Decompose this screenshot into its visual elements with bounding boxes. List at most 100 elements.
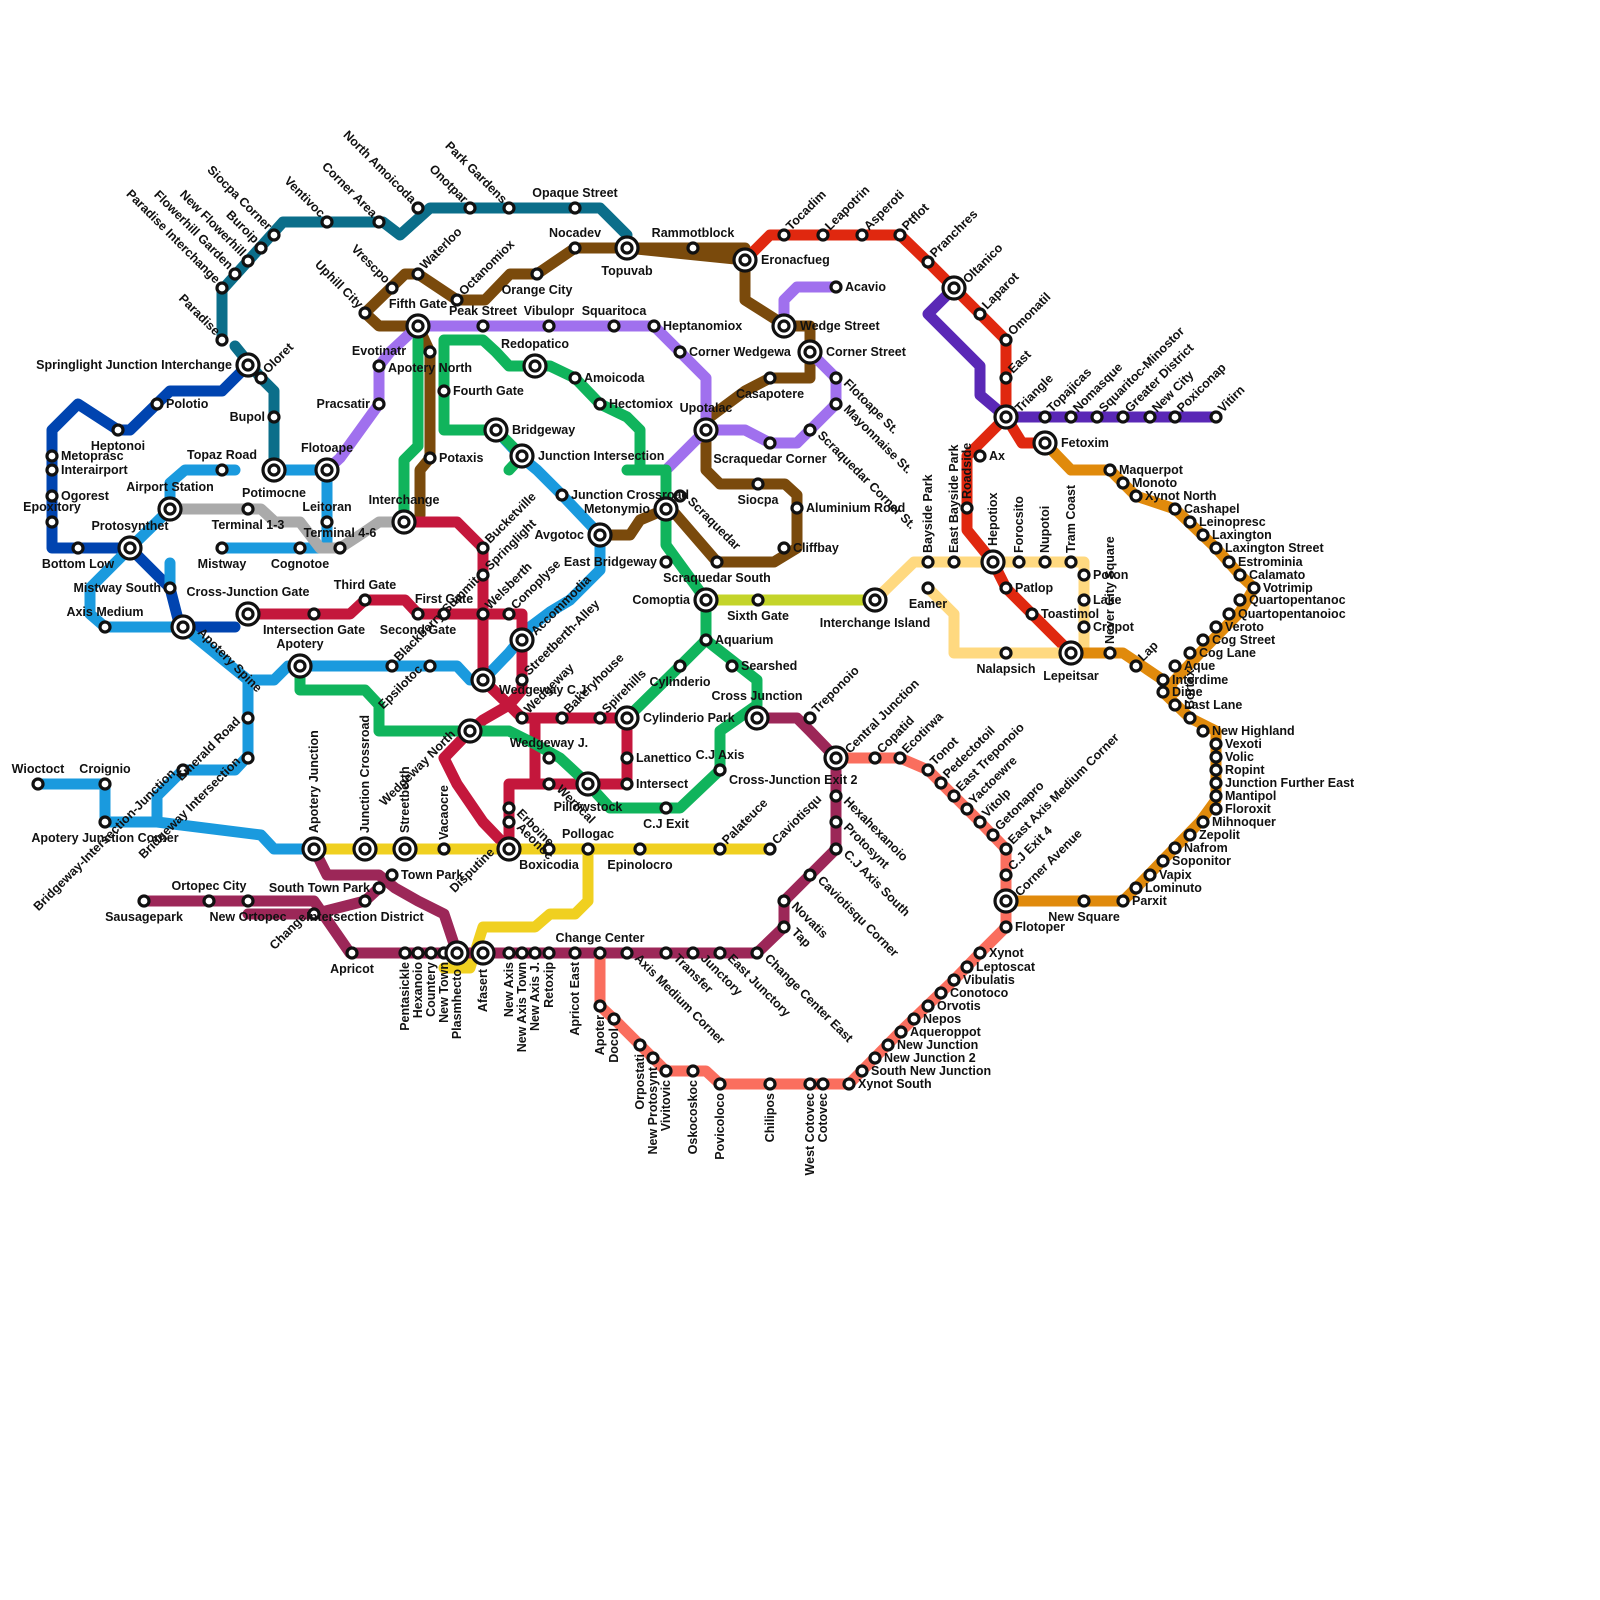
station-xynot[interactable] (975, 948, 985, 958)
station-last-lane[interactable] (1170, 700, 1180, 710)
station-interchange[interactable] (393, 511, 415, 533)
station-cog-lane[interactable] (1185, 648, 1195, 658)
station-axis-medium[interactable] (100, 622, 110, 632)
station-heptanomiox[interactable] (649, 321, 659, 331)
station-oltanico[interactable] (943, 277, 965, 299)
station-roadside[interactable] (962, 503, 972, 513)
station-new-city[interactable] (1145, 412, 1155, 422)
station-hexahexanoio[interactable] (831, 791, 841, 801)
station-hepotiox[interactable] (982, 551, 1004, 573)
station-heptonoi[interactable] (113, 425, 123, 435)
station-east[interactable] (1001, 373, 1011, 383)
station-treponoio[interactable] (805, 713, 815, 723)
station-leptoscat[interactable] (962, 962, 972, 972)
station-junction-crossroad[interactable] (557, 490, 567, 500)
station-zepolit[interactable] (1185, 830, 1195, 840)
station-nafrom[interactable] (1170, 843, 1180, 853)
station-quartopentanoc[interactable] (1235, 595, 1245, 605)
station-cross-junction-gate[interactable] (237, 603, 259, 625)
station-transfer[interactable] (661, 948, 671, 958)
station-aluminium-road[interactable] (792, 503, 802, 513)
station-paradise-interchange[interactable] (217, 283, 227, 293)
station-erboine[interactable] (504, 803, 514, 813)
station-maquerpot[interactable] (1105, 465, 1115, 475)
station-aeonoc[interactable] (504, 817, 514, 827)
station-interchange-island[interactable] (864, 589, 886, 611)
station-mistway-south[interactable] (165, 583, 175, 593)
station-copatid[interactable] (870, 753, 880, 763)
station-tram-coast[interactable] (1066, 557, 1076, 567)
station-cj-exit[interactable] (661, 803, 671, 813)
station-amoicoda[interactable] (570, 373, 580, 383)
station-axis-medium-corner[interactable] (622, 948, 632, 958)
station-scraquedar-south[interactable] (712, 557, 722, 567)
station-vexoti[interactable] (1211, 739, 1221, 749)
station-evotinatr[interactable] (374, 361, 384, 371)
station-asperoti[interactable] (857, 230, 867, 240)
station-springlight-junction[interactable] (237, 354, 259, 376)
station-ecotirwa[interactable] (895, 753, 905, 763)
station-vapix[interactable] (1145, 870, 1155, 880)
station-epsilotoc[interactable] (425, 661, 435, 671)
station-apricot-east[interactable] (570, 948, 580, 958)
station-afasert[interactable] (472, 942, 494, 964)
station-laxington[interactable] (1198, 530, 1208, 540)
station-omonatil[interactable] (1001, 335, 1011, 345)
station-cj-axis-south[interactable] (831, 844, 841, 854)
station-poxiconap[interactable] (1170, 412, 1180, 422)
station-retoxip[interactable] (544, 948, 554, 958)
station-new-axis-j[interactable] (530, 948, 540, 958)
station-bottom-low[interactable] (73, 543, 83, 553)
station-protosynt[interactable] (831, 817, 841, 827)
station-airport-station[interactable] (159, 498, 181, 520)
station-potaxis[interactable] (425, 453, 435, 463)
station-casapotere[interactable] (765, 373, 775, 383)
station-wedgeway-north[interactable] (459, 720, 481, 742)
station-interdime[interactable] (1158, 675, 1168, 685)
station-topajicas[interactable] (1040, 412, 1050, 422)
station-greater-district[interactable] (1118, 412, 1128, 422)
station-pollogac[interactable] (583, 844, 593, 854)
station-corner-wedgewa[interactable] (675, 347, 685, 357)
station-vivitovic[interactable] (661, 1066, 671, 1076)
station-wedgeway[interactable] (517, 713, 527, 723)
station-mantipol[interactable] (1211, 791, 1221, 801)
station-sausagepark[interactable] (139, 896, 149, 906)
station-south-new-junction[interactable] (857, 1066, 867, 1076)
station-yactoewre[interactable] (962, 804, 972, 814)
station-lap[interactable] (1131, 661, 1141, 671)
station-spirehills[interactable] (595, 713, 605, 723)
station-ptflot[interactable] (895, 230, 905, 240)
station-intersect[interactable] (622, 779, 632, 789)
station-new-junction-2[interactable] (870, 1053, 880, 1063)
station-junctory[interactable] (688, 948, 698, 958)
station-orange-city[interactable] (532, 269, 542, 279)
station-pracsatir[interactable] (374, 399, 384, 409)
station-west-cotovec[interactable] (805, 1079, 815, 1089)
station-east-treponoio[interactable] (949, 791, 959, 801)
station-wedgeway-j[interactable] (544, 753, 554, 763)
station-bridgeway-intersection[interactable] (243, 753, 253, 763)
station-plasmhecto[interactable] (446, 942, 468, 964)
station-rammotblock[interactable] (688, 243, 698, 253)
station-new-axis-town[interactable] (517, 948, 527, 958)
station-park-gardens[interactable] (504, 203, 514, 213)
station-triangle[interactable] (995, 406, 1017, 428)
station-nomasque[interactable] (1066, 412, 1076, 422)
station-new-axis[interactable] (504, 948, 514, 958)
station-cliffbay[interactable] (779, 543, 789, 553)
station-waterloo[interactable] (413, 269, 423, 279)
station-fetoxim[interactable] (1034, 432, 1056, 454)
station-poton[interactable] (1079, 570, 1089, 580)
station-pentasickle[interactable] (400, 948, 410, 958)
station-central-junction[interactable] (825, 747, 847, 769)
station-leapotrin[interactable] (818, 230, 828, 240)
station-vrescpo[interactable] (387, 283, 397, 293)
station-orvotis[interactable] (923, 1001, 933, 1011)
station-bupol[interactable] (269, 412, 279, 422)
station-streetberth[interactable] (394, 838, 416, 860)
station-uphill-city[interactable] (360, 308, 370, 318)
station-intersection-gate[interactable] (309, 609, 319, 619)
station-hexanoio[interactable] (413, 948, 423, 958)
station-eamer[interactable] (923, 583, 933, 593)
